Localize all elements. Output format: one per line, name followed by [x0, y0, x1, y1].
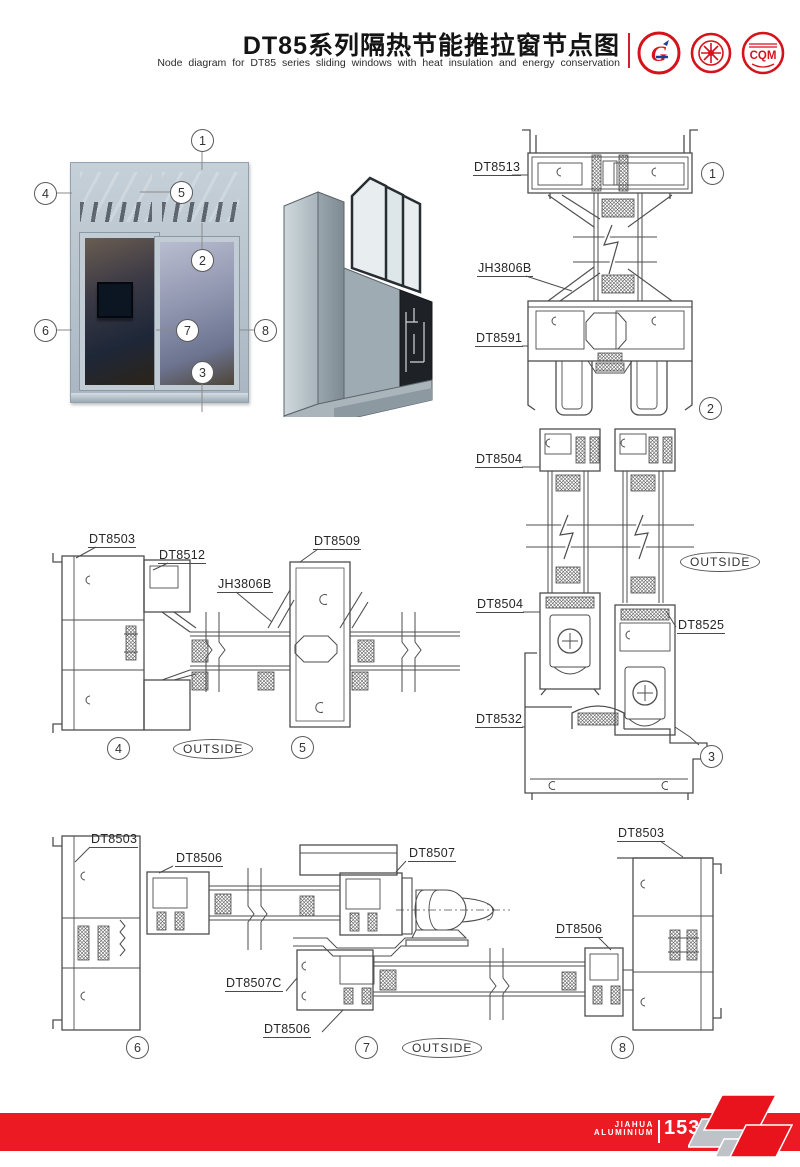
- part-label-dt8532: DT8532: [475, 712, 524, 728]
- part-label-dt8507c: DT8507C: [225, 976, 283, 992]
- footer-logo-shapes: [688, 1095, 794, 1158]
- svg-text:CQM: CQM: [750, 50, 777, 62]
- callout-1: 1: [191, 129, 214, 152]
- mid-horizontal-section-drawing: [52, 546, 460, 733]
- footer-brand: JIAHUA ALUMINIUM: [520, 1121, 654, 1137]
- section-callout-1: 1: [701, 162, 724, 185]
- lower-glass-band: [373, 948, 585, 1020]
- window-photo: [70, 162, 249, 403]
- section-callout-4: 4: [107, 737, 130, 760]
- lower-sash-dt8506: [584, 947, 633, 1017]
- vertical-section-drawing: [512, 129, 708, 800]
- part-label-jh3806b-v: JH3806B: [477, 261, 533, 277]
- leader-lines: [75, 546, 319, 623]
- window-sill: [71, 393, 248, 402]
- part-label-dt8503-bl: DT8503: [90, 832, 139, 848]
- outside-badge-right: OUTSIDE: [680, 552, 761, 572]
- upper-glass-unit: [547, 193, 673, 302]
- page-number: 153: [664, 1117, 701, 1139]
- sill-profile: [524, 652, 708, 800]
- part-label-dt8506-low: DT8506: [263, 1022, 312, 1038]
- callout-2: 2: [191, 249, 214, 272]
- part-label-dt8509: DT8509: [313, 534, 362, 550]
- section-callout-2: 2: [699, 397, 722, 420]
- crescent-lock-handle: [396, 877, 510, 947]
- part-label-dt8503-mid: DT8503: [88, 532, 137, 548]
- part-label-dt8513: DT8513: [473, 160, 522, 176]
- interlock-profile-dt8509: [267, 561, 369, 728]
- footer-brand-line1: JIAHUA: [614, 1120, 654, 1129]
- cqm-cert-logo-icon: CQM: [741, 31, 785, 75]
- callout-8: 8: [254, 319, 277, 342]
- footer-divider: [658, 1120, 660, 1143]
- section-callout-8: 8: [611, 1036, 634, 1059]
- callout-7: 7: [176, 319, 199, 342]
- sash-head-profiles: [539, 428, 676, 472]
- profile-3d-render: [283, 176, 433, 417]
- sash-bottom-roller-left: [539, 592, 601, 696]
- outside-badge-bottom: OUTSIDE: [402, 1038, 483, 1058]
- upper-sash-dt8506: [146, 871, 210, 935]
- jamb-profile-right: [617, 857, 722, 1031]
- callout-4: 4: [34, 182, 57, 205]
- photo-callout-leaders: [56, 150, 254, 412]
- glass-panes: [350, 176, 422, 294]
- callout-3: 3: [191, 361, 214, 384]
- part-label-dt8591: DT8591: [475, 331, 524, 347]
- section-callout-5: 5: [291, 736, 314, 759]
- svg-text:G: G: [651, 41, 667, 66]
- lower-frame-dt8507c: [296, 949, 375, 1011]
- part-label-dt8525: DT8525: [677, 618, 726, 634]
- leader-lines: [74, 840, 684, 1033]
- callout-5: 5: [170, 181, 193, 204]
- page-title: DT85系列隔热节能推拉窗节点图: [242, 32, 620, 60]
- row-step-transition: [293, 937, 417, 957]
- sash-bottom-roller-right: [614, 604, 676, 736]
- gb-cert-logo-icon: G: [637, 31, 681, 75]
- sash-profile-dt8512: [143, 559, 197, 731]
- footer-bar: [0, 1113, 800, 1151]
- footer-brand-line2: ALUMINIUM: [593, 1128, 654, 1137]
- upper-glass-band: [209, 868, 340, 950]
- part-label-dt8503-br: DT8503: [617, 826, 666, 842]
- transom-glass-left: [80, 172, 152, 222]
- jamb-profile-left: [52, 553, 145, 733]
- part-label-dt8504-upper: DT8504: [475, 452, 524, 468]
- lower-glass-units: [526, 471, 694, 603]
- bottom-horizontal-section-drawing: [52, 835, 722, 1033]
- header-divider: [628, 33, 630, 68]
- part-label-dt8504-lower: DT8504: [476, 597, 525, 613]
- emblem-seal-logo-icon: [690, 32, 732, 74]
- section-callout-3: 3: [700, 745, 723, 768]
- aluminium-body: [283, 191, 433, 417]
- section-callout-6: 6: [126, 1036, 149, 1059]
- part-label-dt8506-r: DT8506: [555, 922, 604, 938]
- tv-in-photo: [97, 282, 134, 319]
- part-label-dt8506-up: DT8506: [175, 851, 224, 867]
- glass-band-right: [350, 612, 460, 692]
- callout-6: 6: [34, 319, 57, 342]
- outside-badge-mid: OUTSIDE: [173, 739, 254, 759]
- part-label-jh3806b-m: JH3806B: [217, 577, 273, 593]
- glass-band-left: [190, 612, 290, 692]
- head-frame-profile: [522, 129, 698, 228]
- part-label-dt8512: DT8512: [158, 548, 207, 564]
- section-callout-7: 7: [355, 1036, 378, 1059]
- page-subtitle: Node diagram for DT85 series sliding win…: [157, 57, 620, 69]
- jamb-profile-left: [52, 835, 141, 1031]
- part-label-dt8507: DT8507: [408, 846, 457, 862]
- mid-rail-profile: [527, 300, 693, 416]
